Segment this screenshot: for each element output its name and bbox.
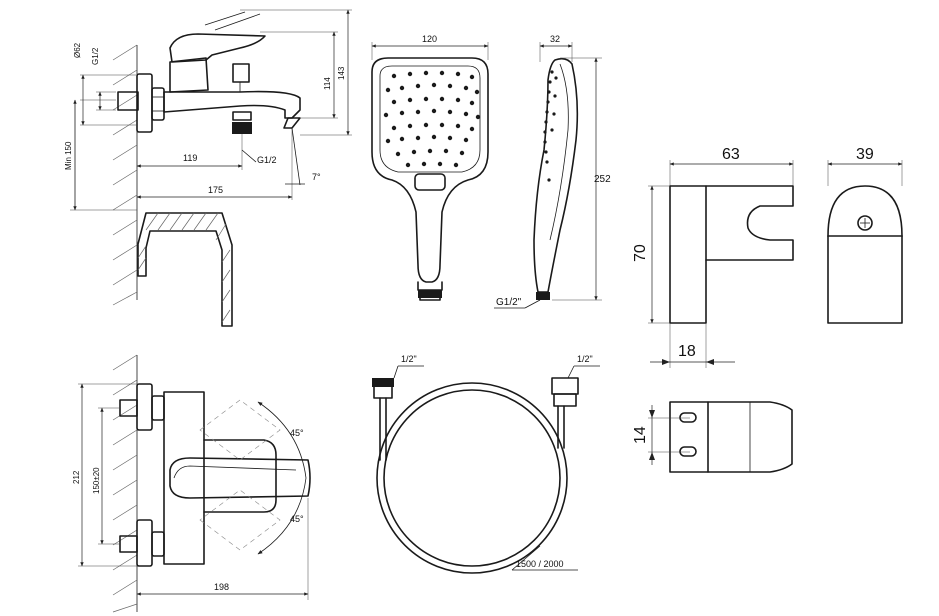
- side-nozzles: [543, 70, 558, 182]
- len198-label: 198: [214, 582, 229, 592]
- wall-hatch-bottom: [112, 354, 138, 613]
- height114-label: 114: [323, 77, 332, 90]
- holder-height-label: 70: [632, 244, 649, 262]
- wall-hatch-top: [112, 44, 138, 306]
- shower-width-label: 120: [422, 34, 437, 44]
- outlet-thread-label: G1/2: [257, 155, 277, 165]
- angle-down-label: 45°: [290, 514, 304, 524]
- holder-top-view: 14: [632, 401, 793, 473]
- wall-connector: [117, 73, 165, 133]
- shower-hose: 1/2" 1/2" 1500 / 2000: [372, 354, 600, 574]
- angle7-label: 7°: [312, 172, 321, 182]
- holder-depth-label: 39: [856, 146, 874, 163]
- holder-side-view: 63 70 18: [632, 146, 794, 368]
- holder-front-view: 39: [827, 146, 903, 324]
- faucet-side-view: Ø62 G1/2 Min 150 114 143 119 G1/2: [64, 9, 352, 327]
- len175-label: 175: [208, 185, 223, 195]
- diameter-label: Ø62: [73, 42, 82, 58]
- height143-label: 143: [337, 66, 346, 80]
- faucet-top-view: 45° 45° 212 150±20 198: [72, 354, 311, 613]
- width212-label: 212: [72, 470, 81, 484]
- spray-nozzles: [383, 70, 481, 168]
- hand-shower-side: 32 252 G1/2": [494, 34, 611, 309]
- thread-top-label: G1/2: [91, 47, 100, 65]
- shower-depth-label: 32: [550, 34, 560, 44]
- faucet-body: [163, 33, 301, 134]
- handle-section: [137, 212, 233, 327]
- hose-end-right-label: 1/2": [577, 354, 593, 364]
- len119-label: 119: [183, 153, 197, 163]
- holder-thickness-label: 18: [678, 343, 696, 360]
- hose-end-left-label: 1/2": [401, 354, 417, 364]
- holder-width-label: 63: [722, 146, 740, 163]
- hand-shower-front: 120: [371, 34, 489, 301]
- hose-length-label: 1500 / 2000: [516, 559, 564, 569]
- spacing-label: 150±20: [92, 467, 101, 494]
- shower-thread-label: G1/2": [496, 297, 522, 308]
- angle-up-label: 45°: [290, 428, 304, 438]
- min150-label: Min 150: [64, 141, 73, 170]
- shower-length-label: 252: [594, 174, 611, 185]
- holder-slot-label: 14: [632, 426, 649, 444]
- faucet-side-dims: Ø62 G1/2 Min 150 114 143 119 G1/2: [64, 9, 352, 211]
